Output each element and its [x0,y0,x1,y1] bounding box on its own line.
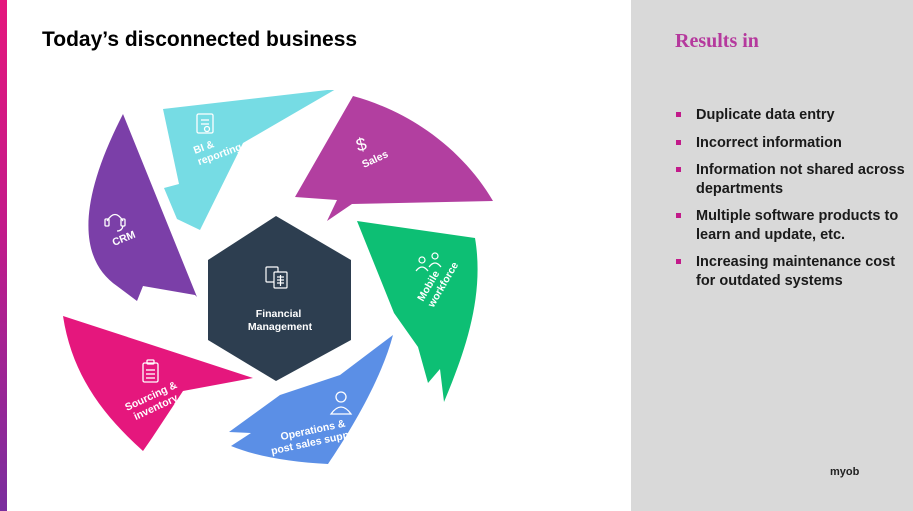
svg-text:Financial Management: Financial Management [248,308,313,333]
segment-crm-shape [88,114,197,301]
result-item: Duplicate data entry [675,106,905,125]
segment-mobile-workforce: Mobile workforce [357,221,478,402]
segment-crm: CRM [88,114,197,301]
segment-sales: $ Sales [295,96,493,221]
segment-sourcing: Sourcing & inventory [63,316,253,451]
result-item-text: Increasing maintenance cost for outdated… [696,254,896,289]
segment-bi-reporting-shape [163,90,335,230]
accounting-documents-icon [265,266,288,289]
person-icon [329,391,353,415]
bullet-icon [676,167,681,172]
myob-logo: myob [830,466,860,478]
segment-mobile-workforce-shape [357,221,478,402]
accent-bar [0,0,7,511]
results-panel: Results in Duplicate data entry Incorrec… [631,0,913,511]
hub-label-line1: Financial [256,308,302,320]
clipboard-icon [142,359,159,383]
bullet-icon [676,139,681,145]
result-item: Incorrect information [675,134,905,153]
hub-hexagon [208,216,351,381]
dollar-icon: $ [354,134,369,156]
hub-label-line2: Management [248,321,313,333]
result-item-text: Information not shared across department… [696,162,905,197]
results-title: Results in [675,30,759,52]
segment-sales-shape [295,96,493,221]
result-item-text: Incorrect information [696,134,842,151]
result-item-text: Duplicate data entry [696,107,835,123]
result-item: Increasing maintenance cost for outdated… [675,253,905,290]
result-item: Multiple software products to learn and … [675,207,905,244]
slide-title: Today’s disconnected business [42,28,358,51]
segment-bi-reporting: BI & reporting [163,90,335,230]
diagram-svg: BI & reporting $ Sales Mobile workforce [63,90,493,464]
result-item-text: Multiple software products to learn and … [696,208,899,243]
bullet-icon [676,213,681,218]
segment-sourcing-shape [63,316,253,451]
segment-operations-shape [229,335,393,464]
disconnected-business-diagram: BI & reporting $ Sales Mobile workforce [55,90,505,470]
people-icon [415,252,442,272]
result-item: Information not shared across department… [675,161,905,198]
bullet-icon [676,259,681,264]
financial-management-hub: Financial Management [208,216,351,381]
results-list: Duplicate data entry Incorrect informati… [675,106,905,299]
report-document-icon [196,113,214,134]
bullet-icon [676,112,681,117]
headset-icon [104,213,126,232]
